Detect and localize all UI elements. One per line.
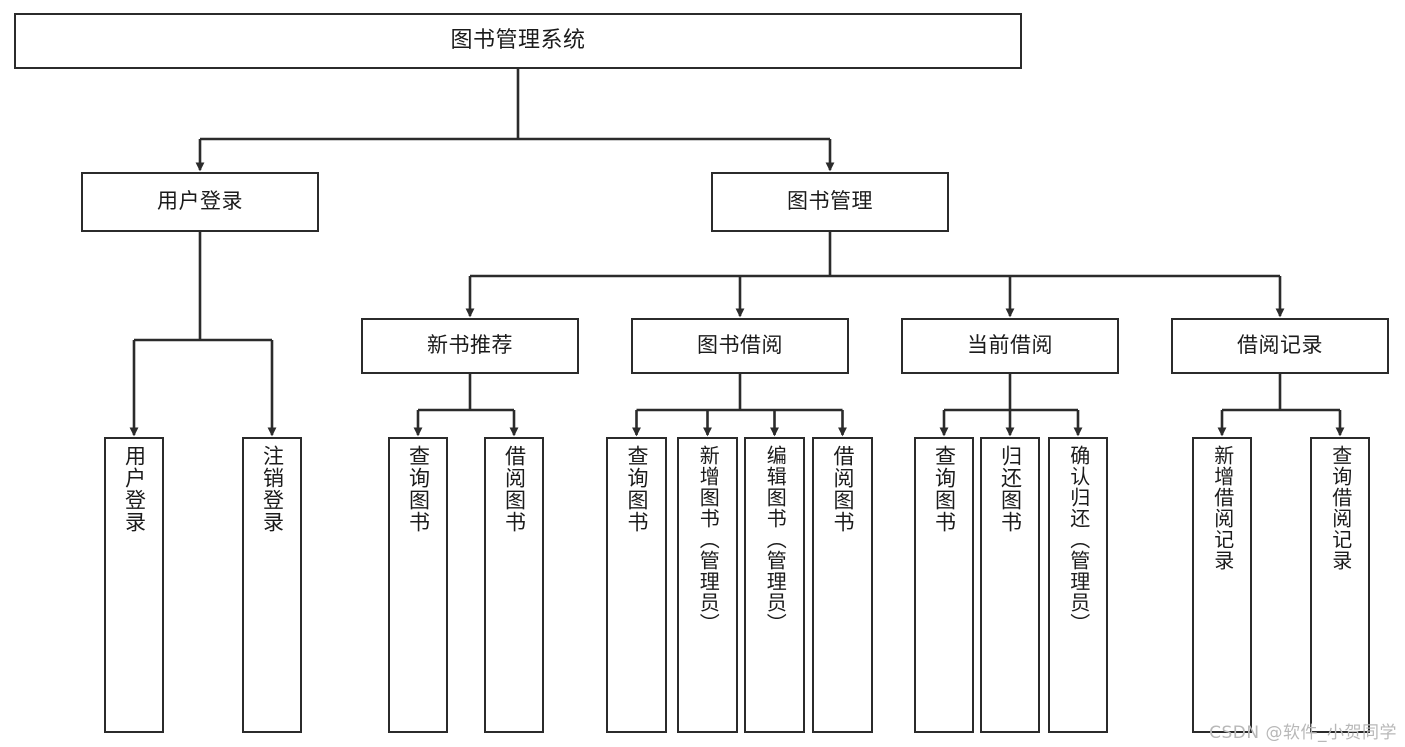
node-label: 借阅图书	[502, 445, 527, 533]
root-node-图书管理系统[interactable]: 图书管理系统	[14, 13, 1022, 69]
leaf-node-编辑图书管理员-6[interactable]: 编辑图书（管理员）	[744, 437, 805, 733]
node-label: 查询借阅记录	[1328, 445, 1353, 571]
node-label: 图书管理	[787, 189, 873, 214]
node-label: 图书管理系统	[450, 27, 586, 53]
leaf-node-新增借阅记录-11[interactable]: 新增借阅记录	[1192, 437, 1252, 733]
level1-node-图书管理-1[interactable]: 图书管理	[711, 172, 949, 232]
node-label: 注销登录	[260, 445, 285, 533]
leaf-node-查询图书-8[interactable]: 查询图书	[914, 437, 974, 733]
node-label: 确认归还（管理员）	[1066, 445, 1091, 634]
leaf-node-借阅图书-3[interactable]: 借阅图书	[484, 437, 544, 733]
node-label: 当前借阅	[967, 333, 1053, 358]
leaf-node-注销登录-1[interactable]: 注销登录	[242, 437, 302, 733]
node-label: 用户登录	[157, 189, 243, 214]
level2-node-借阅记录-3[interactable]: 借阅记录	[1171, 318, 1389, 374]
leaf-node-用户登录-0[interactable]: 用户登录	[104, 437, 164, 733]
leaf-node-查询借阅记录-12[interactable]: 查询借阅记录	[1310, 437, 1370, 733]
node-label: 借阅记录	[1237, 333, 1323, 358]
node-label: 新增图书（管理员）	[696, 445, 721, 634]
leaf-node-归还图书-9[interactable]: 归还图书	[980, 437, 1040, 733]
node-label: 用户登录	[122, 445, 147, 533]
node-label: 新书推荐	[427, 333, 513, 358]
node-label: 新增借阅记录	[1210, 445, 1235, 571]
node-label: 查询图书	[406, 445, 431, 533]
level2-node-图书借阅-1[interactable]: 图书借阅	[631, 318, 849, 374]
leaf-node-借阅图书-7[interactable]: 借阅图书	[812, 437, 873, 733]
level2-node-新书推荐-0[interactable]: 新书推荐	[361, 318, 579, 374]
level2-node-当前借阅-2[interactable]: 当前借阅	[901, 318, 1119, 374]
leaf-node-查询图书-4[interactable]: 查询图书	[606, 437, 667, 733]
node-label: 归还图书	[998, 445, 1023, 533]
leaf-node-确认归还管理员-10[interactable]: 确认归还（管理员）	[1048, 437, 1108, 733]
node-label: 借阅图书	[830, 445, 855, 533]
level1-node-用户登录-0[interactable]: 用户登录	[81, 172, 319, 232]
leaf-node-查询图书-2[interactable]: 查询图书	[388, 437, 448, 733]
node-label: 编辑图书（管理员）	[763, 445, 788, 634]
node-label: 图书借阅	[697, 333, 783, 358]
node-label: 查询图书	[624, 445, 649, 533]
node-label: 查询图书	[932, 445, 957, 533]
leaf-node-新增图书管理员-5[interactable]: 新增图书（管理员）	[677, 437, 738, 733]
